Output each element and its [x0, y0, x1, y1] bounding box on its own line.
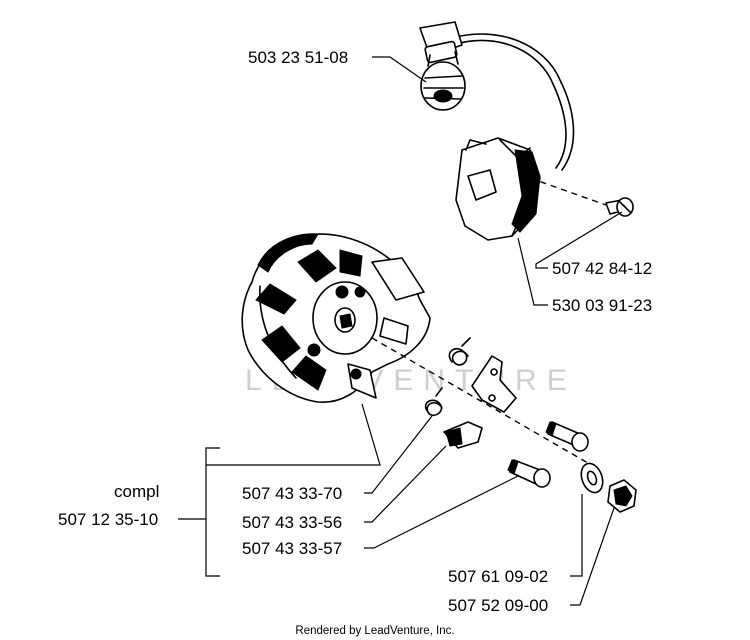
- leader-p4: [364, 415, 433, 494]
- leader-p2: [535, 211, 623, 269]
- pawl-bracket: [471, 355, 517, 413]
- part-label-compl: compl: [114, 482, 159, 501]
- spark-plug-boot: [419, 21, 575, 171]
- leader-p7: [570, 494, 583, 577]
- leader-p8: [570, 507, 615, 606]
- part-label-p8: 507 52 09-00: [448, 596, 548, 615]
- part-label-compl-number: 507 12 35-10: [58, 510, 158, 529]
- leader-p1: [372, 56, 427, 83]
- flywheel: [241, 233, 431, 403]
- part-label-p7: 507 61 09-02: [448, 567, 548, 586]
- spring-lower: [424, 387, 443, 417]
- part-label-p1: 503 23 51-08: [248, 48, 348, 67]
- ignition-module: [455, 137, 541, 241]
- part-label-p6: 507 43 33-57: [242, 539, 342, 558]
- leader-p5: [364, 445, 447, 523]
- nut: [607, 479, 637, 513]
- compl-bracket: [205, 447, 220, 577]
- pawl: [443, 421, 483, 449]
- leader-p3: [517, 237, 548, 306]
- part-label-p2: 507 42 84-12: [552, 259, 652, 278]
- flywheel-axis-dashline: [371, 337, 601, 471]
- module-screw-dashline: [529, 177, 607, 206]
- leader-p6: [364, 475, 519, 549]
- footer-credit: Rendered by LeadVenture, Inc.: [295, 625, 454, 637]
- part-label-p5: 507 43 33-56: [242, 513, 342, 532]
- spring-upper: [448, 337, 471, 366]
- shoulder-bolt-lower: [507, 459, 551, 488]
- leader-flywheel: [206, 403, 381, 466]
- washer: [580, 462, 604, 494]
- part-label-p3: 530 03 91-23: [552, 296, 652, 315]
- module-screw: [605, 197, 634, 217]
- part-label-p4: 507 43 33-70: [242, 484, 342, 503]
- shoulder-bolt-upper: [545, 421, 589, 452]
